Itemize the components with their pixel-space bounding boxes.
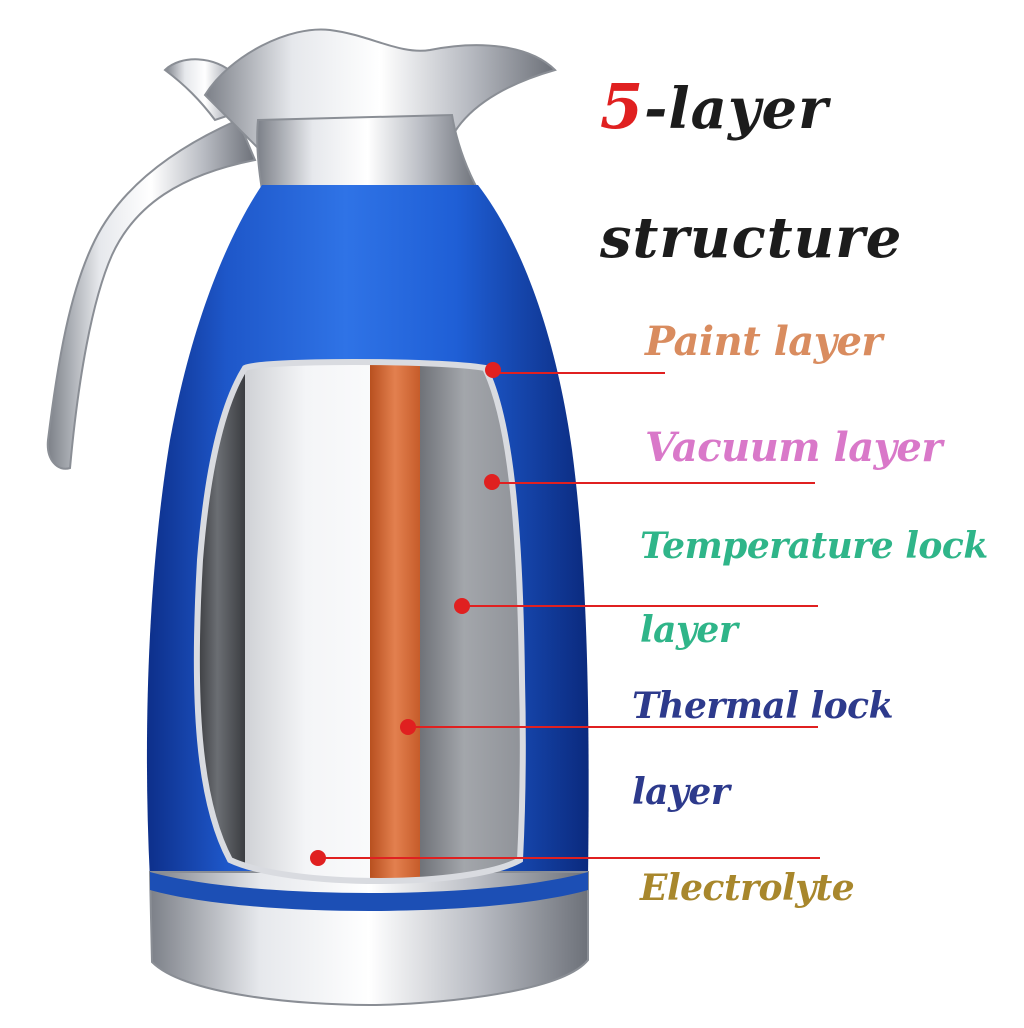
leader-dot-2	[484, 474, 500, 490]
leader-dot-4	[400, 719, 416, 735]
layer-label-5: Electrolyte	[640, 867, 855, 909]
leader-dot-5	[310, 850, 326, 866]
cutaway-window	[196, 362, 523, 881]
heading-line-2: structure	[600, 205, 903, 271]
layer-label-3: Temperature lock	[640, 525, 988, 567]
neck	[256, 113, 480, 191]
leader-dot-1	[485, 362, 501, 378]
leader-lines	[310, 362, 820, 866]
layer-label-1: Paint layer	[645, 318, 882, 365]
layer-label-2: Vacuum layer	[645, 424, 942, 471]
heading-line-1: 5-layer	[600, 70, 829, 143]
leader-dot-3	[454, 598, 470, 614]
layer-label-3-line-2: layer	[640, 609, 738, 651]
heading-number: 5	[600, 70, 645, 143]
layer-label-4: Thermal lock	[632, 685, 894, 727]
layer-label-4-line-2: layer	[632, 771, 730, 813]
handle	[46, 118, 257, 470]
heading-line1-rest: -layer	[644, 76, 829, 142]
